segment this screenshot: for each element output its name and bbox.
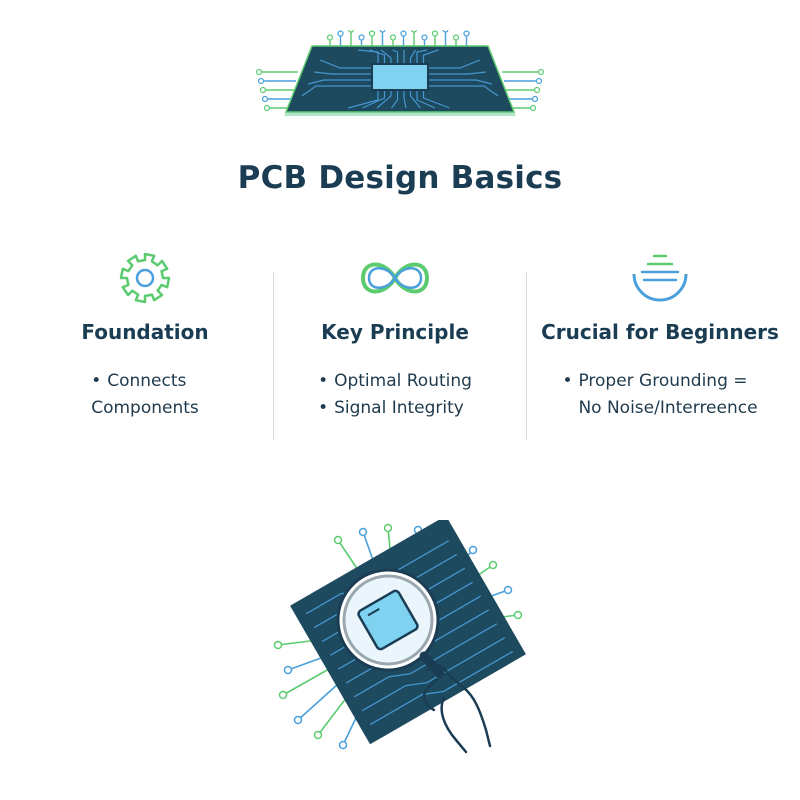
column-divider xyxy=(273,272,274,440)
bullet-list: Optimal Routing Signal Integrity xyxy=(318,368,472,422)
column-crucial: Crucial for Beginners Proper Grounding =… xyxy=(535,250,785,450)
circuit-traces xyxy=(255,30,545,112)
board-traces xyxy=(301,49,499,109)
bullet-item-continued: Components xyxy=(91,398,199,418)
bullet-item: Signal Integrity xyxy=(318,395,472,422)
column-heading: Foundation xyxy=(81,320,209,344)
bullet-item: Proper Grounding = xyxy=(562,368,757,395)
column-foundation: Foundation Connects Components xyxy=(40,250,250,450)
gear-icon xyxy=(119,252,171,304)
column-heading: Key Principle xyxy=(321,320,469,344)
magnifying-glass xyxy=(336,568,445,679)
bullet-list: Connects Components xyxy=(91,368,199,422)
bullet-item: Optimal Routing xyxy=(318,368,472,395)
bullet-item: Connects xyxy=(91,368,199,395)
column-key-principle: Key Principle Optimal Routing Signal Int… xyxy=(290,250,500,450)
infinity-icon xyxy=(360,262,430,294)
column-divider xyxy=(526,272,527,440)
bullet-item-continued: No Noise/Interreence xyxy=(578,398,758,418)
magnifying-glass-circuit-illustration xyxy=(273,520,526,754)
bullet-list: Proper Grounding = No Noise/Interreence xyxy=(562,368,757,422)
circuit-board-chip-illustration xyxy=(255,30,545,116)
chip xyxy=(371,63,429,91)
page-title: PCB Design Basics xyxy=(237,160,563,196)
grounding-icon xyxy=(632,254,688,302)
column-heading: Crucial for Beginners xyxy=(541,320,779,344)
hand xyxy=(423,664,492,754)
